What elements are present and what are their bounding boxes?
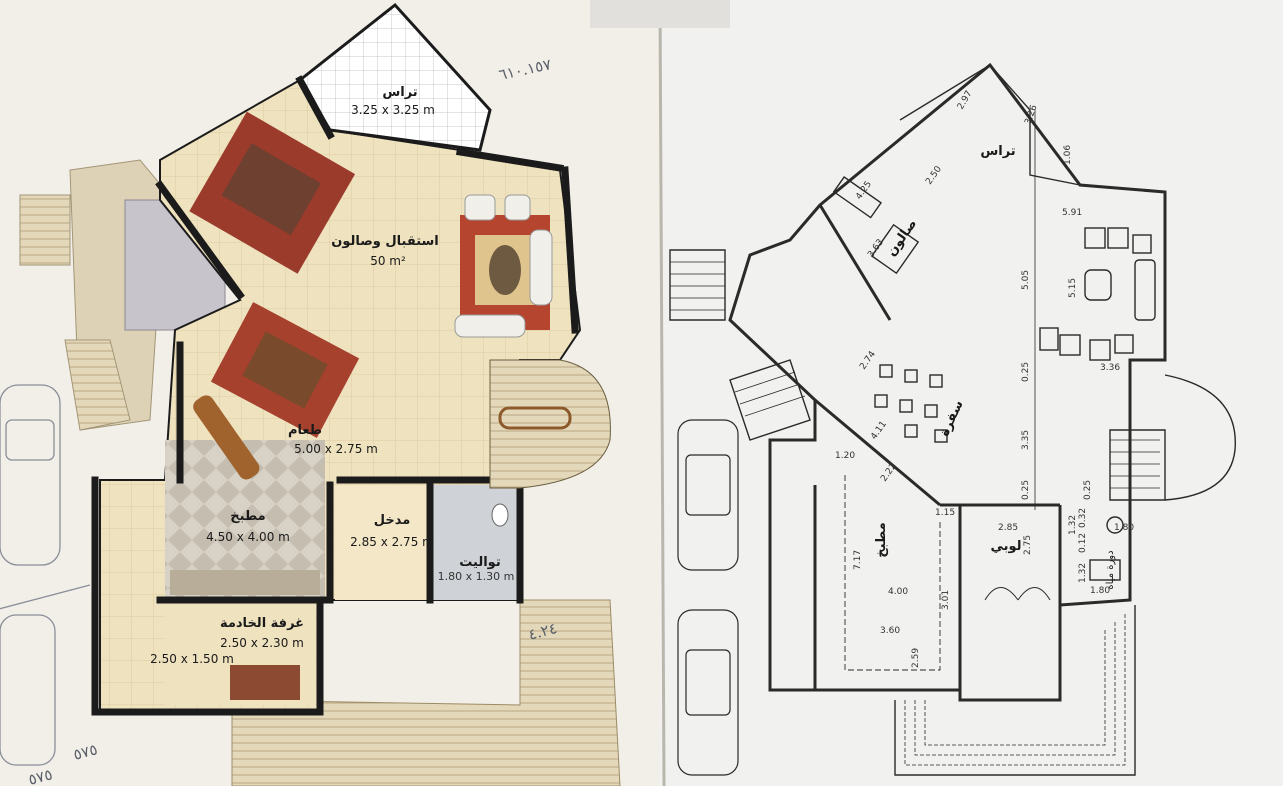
right-page [660,0,1283,786]
dimension-30: 1.80 [1090,586,1110,596]
rlabel-kitchen: مطبخ [874,522,889,557]
dimension-7: 5.91 [1062,208,1082,218]
size-terrace: 3.25 x 3.25 m [351,103,435,117]
dining-furniture [193,302,360,480]
size-toilet: 1.80 x 1.30 m [438,570,515,583]
dimension-18: 0.25 [1083,480,1093,500]
dimension-21: 2.75 [1023,535,1033,555]
dimension-31: 1.32 [1068,515,1078,535]
rlabel-bathroom: دورة مياه [1105,550,1116,589]
label-entrance: مدخل [374,513,411,528]
sketch-cars-right [677,419,739,776]
dimension-8: 5.05 [1021,270,1031,290]
dimension-11: 0.25 [1021,362,1031,382]
dimension-9: 5.15 [1068,278,1078,298]
toilet-floor [430,485,520,600]
dimension-17: 0.25 [1021,480,1031,500]
dimension-3: 1.06 [1063,145,1073,165]
label-reception: استقبال وصالون [331,234,439,249]
rlabel-lobby: لوبي [990,539,1021,554]
label-kitchen: مطبخ [230,509,265,524]
handwritten-note-1: ٥٧٥ [71,740,99,764]
dimension-29: 1.80 [1114,523,1134,533]
size-maid-bath: 2.50 x 1.50 m [150,652,234,666]
dimension-25: 2.59 [911,648,921,668]
dimension-20: 2.85 [998,523,1018,533]
salon-furniture [189,111,553,338]
page-fold [658,0,666,786]
left-colored-plan: تراس 3.25 x 3.25 m استقبال وصالون 50 m² … [19,2,621,786]
handwritten-note-2: ٥٧٥ [26,765,54,786]
dimension-26: 3.01 [941,590,951,610]
dimension-28: 1.32 [1078,563,1088,583]
dimension-24: 3.60 [880,626,900,636]
label-terrace: تراس [382,85,417,100]
dimension-14: 1.20 [835,451,855,461]
dimension-22: 7.17 [853,550,863,570]
sketch-cars-left [0,384,91,766]
label-dining: طعام [288,423,322,438]
rlabel-terrace: تراس [980,144,1015,159]
entrance-floor [335,485,435,600]
dimension-12: 3.36 [1100,363,1120,373]
label-maid-room: غرفة الخادمة [220,616,304,631]
right-line-plan [669,62,1236,776]
dimension-23: 4.00 [888,587,908,597]
dimension-16: 3.35 [1021,430,1031,450]
size-entrance: 2.85 x 2.75 m [350,535,434,549]
size-dining: 5.00 x 2.75 m [294,442,378,456]
dimension-32: 0.32 [1078,508,1088,528]
size-reception: 50 m² [370,254,406,268]
dimension-27: 0.12 [1078,533,1088,553]
size-maid-room: 2.50 x 2.30 m [220,636,304,650]
size-kitchen: 4.50 x 4.00 m [206,530,290,544]
dimension-19: 1.15 [935,508,955,518]
label-toilet: تواليت [459,555,500,570]
